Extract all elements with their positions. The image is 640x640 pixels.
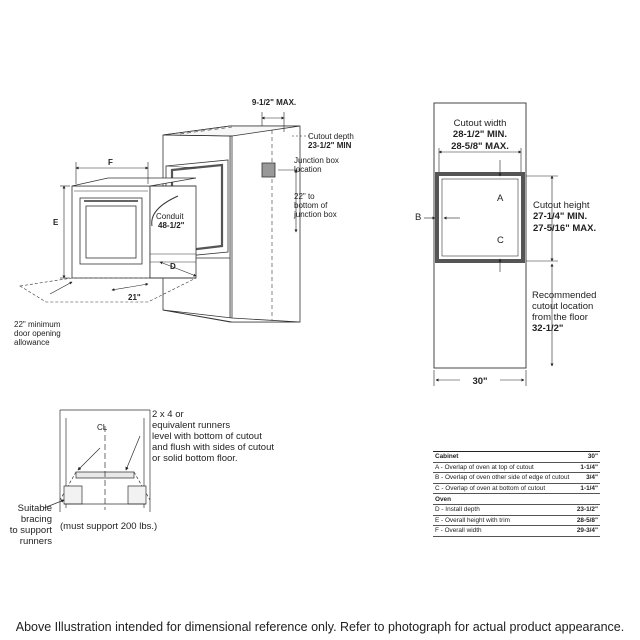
runners-label-2: equivalent runners [152,420,231,431]
recommended-label-3: from the floor [532,312,588,323]
table-row-value: 28-5/8" [574,515,600,527]
table-row: F - Overall width 29-3/4" [433,525,600,537]
recommended-value: 32-1/2" [532,323,564,334]
recommended-label-2: cutout location [532,301,594,312]
table-row-value: 1-1/4" [574,462,600,474]
conduit-label-1: Conduit [156,212,184,221]
dim-f-label: F [108,158,113,167]
door-allowance-label-3: allowance [14,338,50,347]
table-row: A - Overlap of oven at top of cutout 1-1… [433,462,600,474]
front-dimension-lines [424,148,558,386]
runners-label-1: 2 x 4 or [152,409,184,420]
junction-height-label-1: 22" to [294,192,315,201]
front-cabinet-drawing [433,102,527,369]
dim-top-label: 9-1/2" MAX. [251,98,297,107]
cutout-height-max: 27-5/16" MAX. [533,223,597,234]
support-drawing [43,409,151,512]
dim-e-label: E [53,218,59,227]
conduit-label-2: 48-1/2" [158,221,185,230]
bracing-label-2: bracing [20,514,52,525]
table-row: E - Overall height with trim 28-5/8" [433,515,600,527]
runners-label-3: level with bottom of cutout [152,431,262,442]
table-row-label: E - Overall height with trim [433,515,575,527]
cabinet-width-label: 30" [460,376,500,388]
marker-c: C [497,235,504,246]
table-row-label: F - Overall width [433,525,575,537]
table-row: C - Overlap of oven at bottom of cutout … [433,483,600,495]
table-row-value: 29-3/4" [574,525,600,537]
table-header-label: Cabinet [433,451,575,463]
bracing-label-1: Suitable [17,503,52,514]
recommended-label-1: Recommended [532,290,597,301]
door-allowance-label-1: 22" minimum [14,320,61,329]
table-section-row: Oven [433,493,600,505]
oven-dimension-lines [49,112,310,295]
marker-b: B [415,212,422,223]
spec-table: Cabinet 30" A - Overlap of oven at top o… [433,451,600,537]
cutout-height-label: Cutout height [533,200,590,211]
table-section-label: Oven [433,493,575,505]
table-row-label: B - Overlap of oven other side of edge o… [433,472,575,484]
cutout-depth-value: 23-1/2" MIN [308,141,352,150]
table-row-value: 3/4" [574,472,600,484]
cutout-width-min: 28-1/2" MIN. [452,129,508,140]
cutout-height-min: 27-1/4" MIN. [533,211,588,222]
door-allowance-label-2: door opening [14,329,61,338]
weight-note: (must support 200 lbs.) [60,521,158,532]
cutout-depth-label: Cutout depth [308,132,354,141]
cutout-width-max: 28-5/8" MAX. [451,141,509,152]
bracing-label-3: to support [9,525,52,536]
bracing-label-4: runners [19,536,52,547]
junction-height-label-2: bottom of [294,201,328,210]
table-header-row: Cabinet 30" [433,451,600,463]
table-row-value: 1-1/4" [574,483,600,495]
table-row-label: C - Overlap of oven at bottom of cutout [433,483,575,495]
junction-box-label-1: Junction box [294,156,339,165]
table-row: D - Install depth 23-1/2" [433,504,600,516]
junction-box-label-2: location [294,165,322,174]
dim-21-label: 21" [128,293,141,302]
table-header-value: 30" [574,451,600,463]
cabinet-isometric [19,125,301,323]
table-row-label: D - Install depth [433,504,575,516]
footer-disclaimer: Above Illustration intended for dimensio… [15,620,625,634]
dim-d-label: D [170,262,176,271]
marker-a: A [497,193,504,204]
table-row-label: A - Overlap of oven at top of cutout [433,462,575,474]
runners-label-4: and flush with sides of cutout [152,442,274,453]
junction-height-label-3: junction box [294,210,337,219]
table-row: B - Overlap of oven other side of edge o… [433,472,600,484]
cutout-width-label: Cutout width [453,118,507,129]
runners-label-5: or solid bottom floor. [152,453,238,464]
table-row-value: 23-1/2" [574,504,600,516]
centerline-label: CL [97,423,108,432]
